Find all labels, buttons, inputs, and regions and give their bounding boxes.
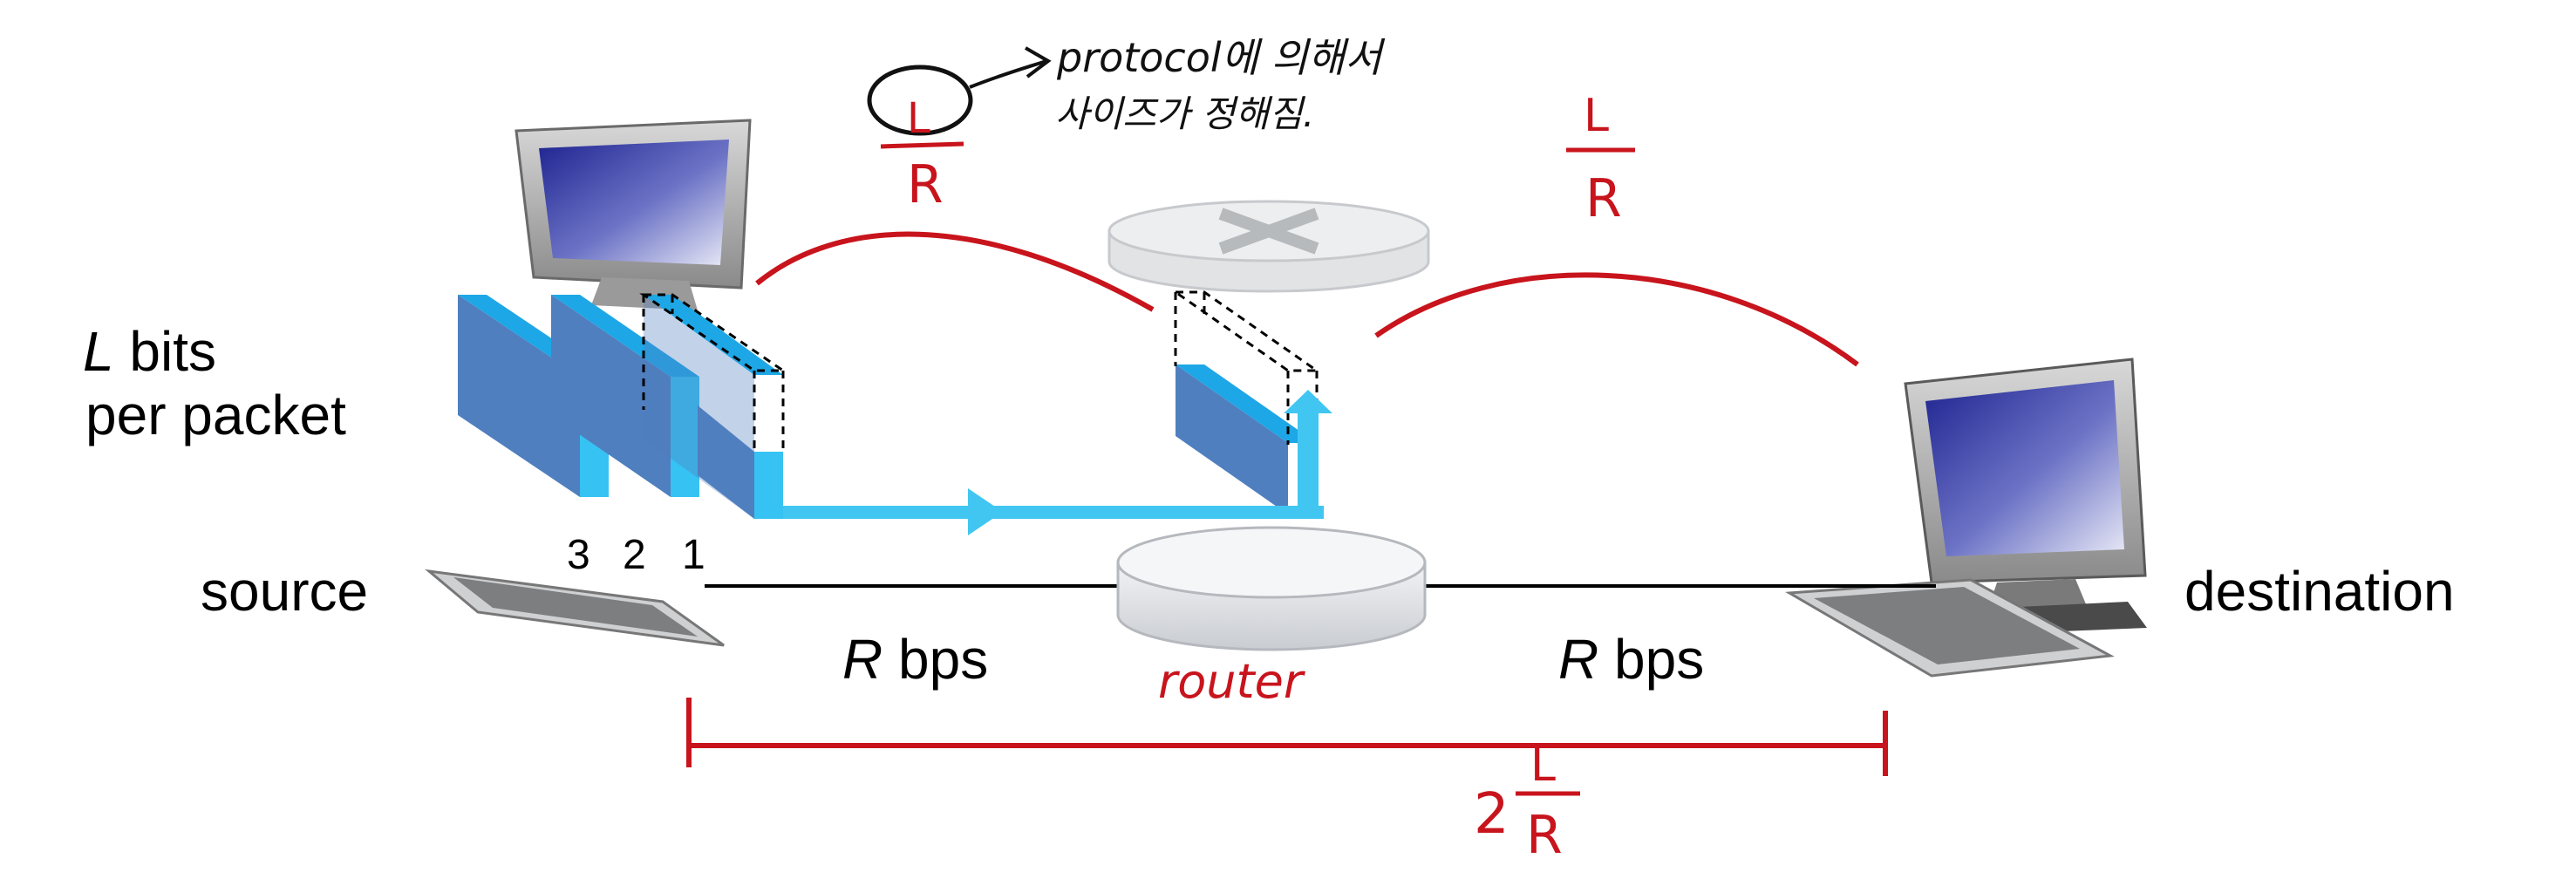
- packet-2: [551, 295, 699, 497]
- note-line-1: protocol에 의해서: [1056, 34, 1386, 81]
- svg-text:R: R: [1585, 168, 1622, 229]
- bits-per-packet-label: L bits: [83, 320, 216, 383]
- red-arc-hop2: [1374, 272, 1859, 367]
- fraction-hop2: L R: [1566, 90, 1635, 229]
- source-label: source: [201, 560, 368, 623]
- router-icon: [1116, 526, 1427, 651]
- note-line-2: 사이즈가 정해짐.: [1055, 92, 1314, 135]
- packet-1-at-router: [1176, 364, 1317, 514]
- svg-text:L: L: [1530, 739, 1556, 792]
- rate-label-right: R bps: [1558, 628, 1704, 691]
- arrow-to-note: [969, 46, 1052, 89]
- packet-number-3: 3: [567, 532, 590, 578]
- destination-computer-icon: [1785, 358, 2147, 678]
- destination-label: destination: [2184, 560, 2455, 623]
- router-x-icon: [1107, 200, 1430, 293]
- packet-1-outline-source: [639, 293, 787, 453]
- packet-number-2: 2: [623, 532, 646, 578]
- red-span-total: [686, 698, 1888, 776]
- circle-annotation: [867, 65, 973, 136]
- red-arc-hop1: [755, 231, 1155, 312]
- fraction-total: 2 L R: [1474, 739, 1580, 866]
- svg-text:L: L: [1584, 90, 1609, 142]
- svg-text:L: L: [907, 94, 930, 143]
- transfer-arrow: [783, 390, 1332, 535]
- svg-text:R: R: [1526, 805, 1563, 866]
- source-computer-icon: [425, 119, 752, 647]
- svg-text:R: R: [907, 154, 944, 215]
- router-label: router: [1158, 654, 1305, 709]
- fraction-hop1: L R: [880, 94, 964, 215]
- packet-1: [644, 295, 783, 519]
- bits-per-packet-label-2: per packet: [85, 384, 346, 446]
- packet-number-1: 1: [682, 532, 705, 578]
- rate-label-left: R bps: [842, 628, 988, 691]
- svg-text:2: 2: [1474, 782, 1509, 847]
